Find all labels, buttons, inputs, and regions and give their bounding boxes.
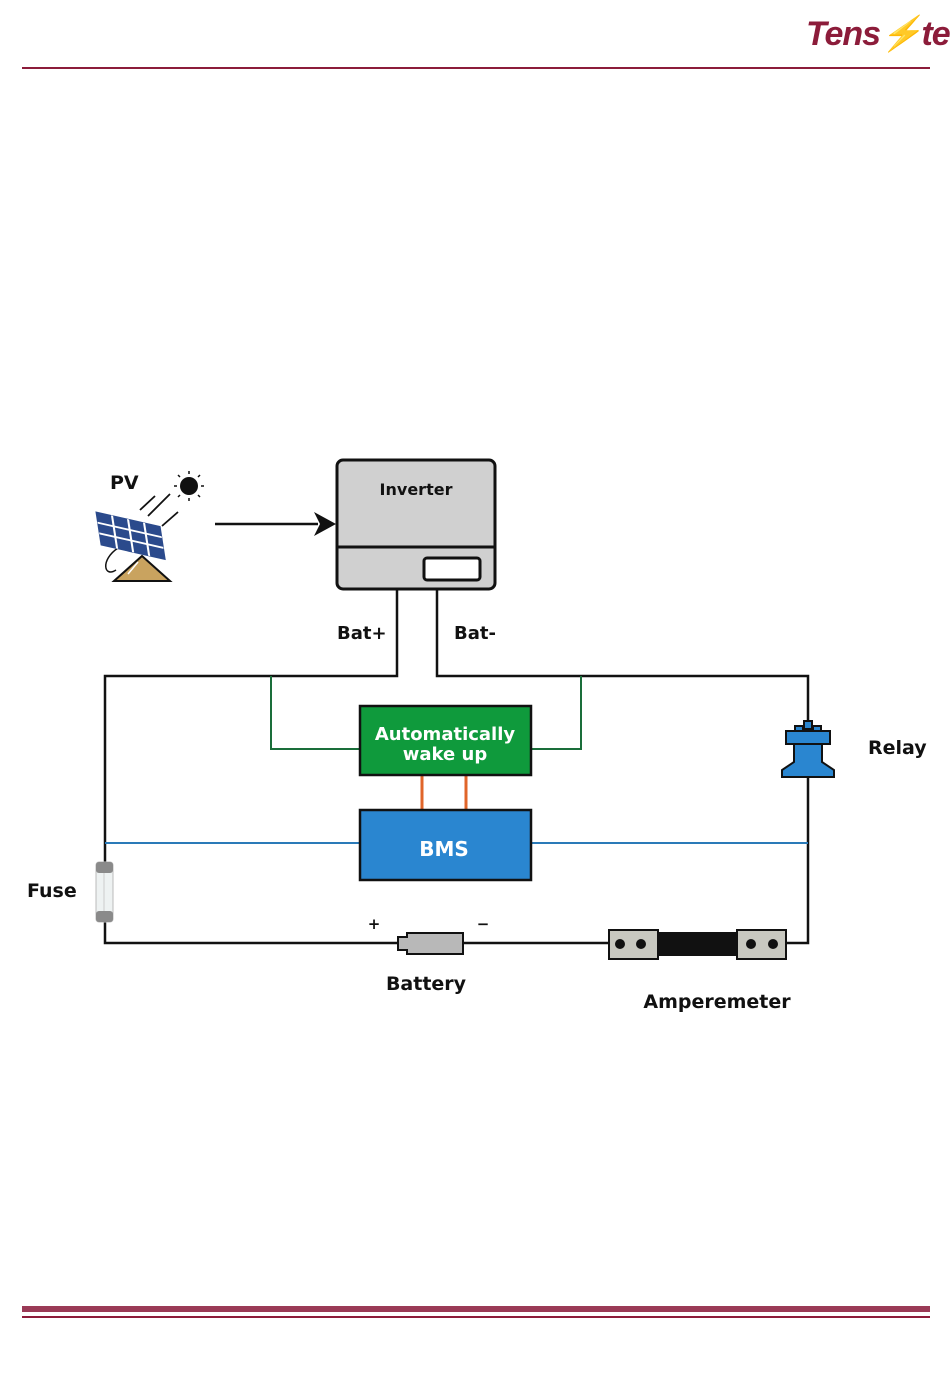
bat-minus-wire xyxy=(435,590,810,722)
solar-panel-icon xyxy=(95,493,179,582)
bat-plus-label: Bat+ xyxy=(337,623,387,644)
amperemeter-icon xyxy=(608,929,787,960)
fuse-label: Fuse xyxy=(27,880,77,902)
sun-icon xyxy=(174,471,204,501)
footer-bar xyxy=(22,1306,930,1312)
tensite-logo: Tens⚡te xyxy=(806,14,950,54)
bms-box xyxy=(358,808,533,882)
amperemeter-to-relay-wire xyxy=(786,777,810,945)
pv-label: PV xyxy=(110,472,139,494)
amperemeter-label: Amperemeter xyxy=(643,991,791,1013)
wakeup-label-line2: wake up xyxy=(403,744,488,765)
battery-plus-sign: + xyxy=(368,915,381,933)
battery-label: Battery xyxy=(386,973,467,995)
footer-divider xyxy=(22,1316,930,1318)
inverter-label: Inverter xyxy=(380,480,453,499)
bat-plus-wire xyxy=(103,590,399,862)
bms-label: BMS xyxy=(419,837,469,861)
header-divider xyxy=(22,67,930,69)
wakeup-wires xyxy=(270,676,582,750)
logo-text-end: te xyxy=(921,15,950,53)
battery-icon xyxy=(397,932,464,955)
logo-text: Tens xyxy=(806,15,881,53)
wakeup-box xyxy=(358,704,533,777)
battery-minus-sign: − xyxy=(477,915,490,933)
inverter-display xyxy=(422,556,482,582)
relay-icon xyxy=(781,720,835,778)
relay-label: Relay xyxy=(868,737,927,759)
fuse-to-battery-wire xyxy=(103,922,398,945)
bat-minus-label: Bat- xyxy=(454,623,496,644)
lightning-bolt-icon: ⚡ xyxy=(880,15,922,53)
inverter xyxy=(335,458,497,591)
wakeup-label-line1: Automatically xyxy=(375,724,516,745)
main-circuit-wires xyxy=(103,522,810,945)
arrow-head-icon xyxy=(314,512,336,536)
bms-wakeup-links xyxy=(420,776,468,810)
fuse-icon xyxy=(95,861,114,923)
